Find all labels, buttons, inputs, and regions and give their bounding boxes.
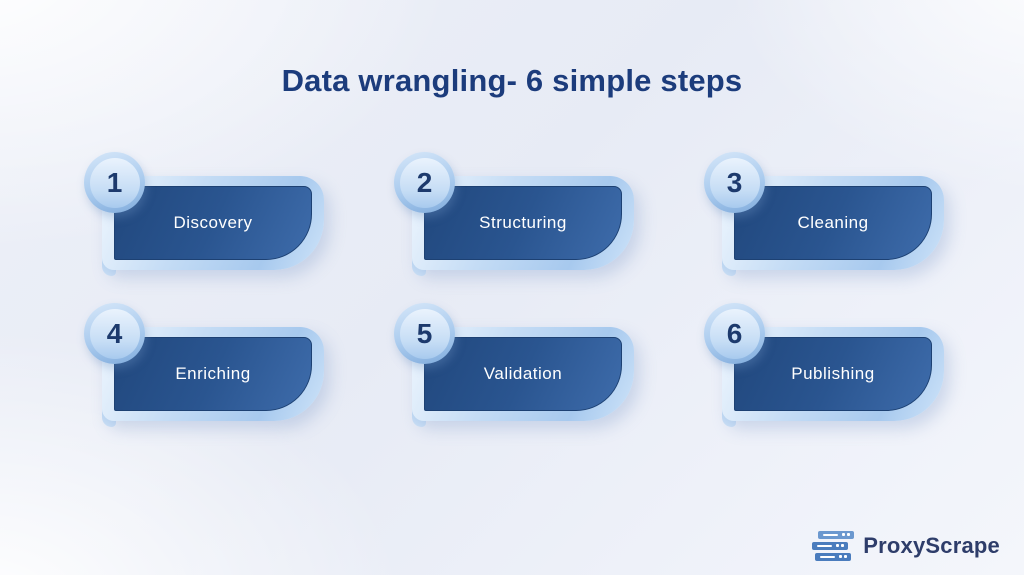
step-number-inner-circle: 3 (709, 157, 760, 208)
card-face: Cleaning (734, 186, 932, 260)
step-number-inner-circle: 2 (399, 157, 450, 208)
step-number-circle: 6 (704, 303, 765, 364)
step-card-validation: Validation 5 (394, 303, 634, 427)
step-card-enriching: Enriching 4 (84, 303, 324, 427)
server-stack-icon (812, 531, 855, 561)
card-face: Structuring (424, 186, 622, 260)
card-face: Enriching (114, 337, 312, 411)
step-number-inner-circle: 6 (709, 308, 760, 359)
step-card-discovery: Discovery 1 (84, 152, 324, 276)
step-number: 6 (726, 317, 743, 349)
step-label: Publishing (791, 364, 875, 383)
card-face: Validation (424, 337, 622, 411)
step-number: 5 (416, 317, 433, 349)
step-number: 3 (726, 166, 743, 198)
card-face: Discovery (114, 186, 312, 260)
step-label: Enriching (175, 364, 251, 383)
step-label: Discovery (173, 213, 253, 232)
step-number-inner-circle: 1 (89, 157, 140, 208)
step-label: Validation (483, 364, 563, 383)
step-number-circle: 1 (84, 152, 145, 213)
step-number-circle: 5 (394, 303, 455, 364)
step-card-cleaning: Cleaning 3 (704, 152, 944, 276)
step-label: Cleaning (797, 213, 869, 232)
card-face: Publishing (734, 337, 932, 411)
step-number: 2 (416, 166, 433, 198)
step-number-circle: 2 (394, 152, 455, 213)
step-number: 4 (106, 317, 123, 349)
step-label: Structuring (479, 213, 567, 232)
step-number-inner-circle: 5 (399, 308, 450, 359)
step-number-circle: 4 (84, 303, 145, 364)
step-number: 1 (106, 166, 123, 198)
brand-logo: ProxyScrape (812, 531, 1000, 561)
step-number-circle: 3 (704, 152, 765, 213)
steps-grid: Discovery 1 Structuring 2 Cleaning 3 (84, 152, 944, 427)
step-card-structuring: Structuring 2 (394, 152, 634, 276)
step-card-publishing: Publishing 6 (704, 303, 944, 427)
page-title: Data wrangling- 6 simple steps (281, 62, 743, 98)
step-number-inner-circle: 4 (89, 308, 140, 359)
brand-name: ProxyScrape (863, 533, 1000, 558)
